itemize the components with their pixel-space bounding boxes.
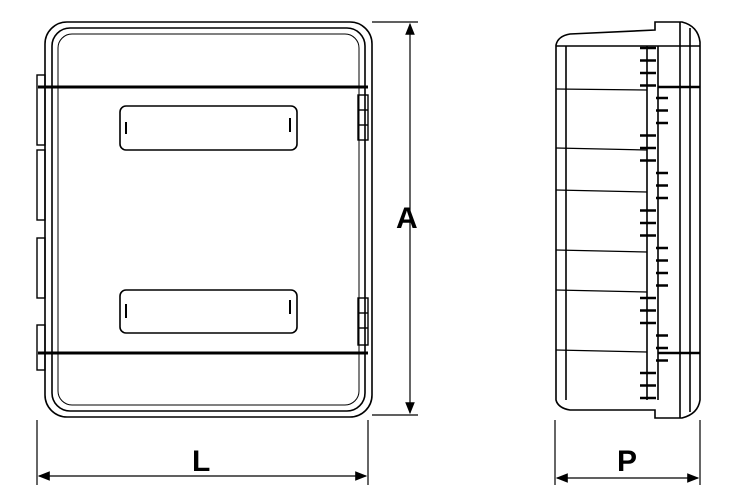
dimension-label-p: P (617, 445, 638, 478)
hinges (36, 74, 46, 371)
front-view (36, 21, 373, 418)
enclosure-outline (44, 21, 373, 418)
dimension-a (372, 21, 418, 416)
dimension-label-l: L (192, 445, 211, 478)
dimension-label-a: A (396, 202, 418, 235)
label-window-top (119, 105, 298, 151)
latches (357, 94, 369, 346)
side-ribs (640, 46, 668, 400)
dimension-p (554, 420, 701, 485)
dimension-l (36, 420, 369, 485)
side-view (555, 21, 701, 419)
enclosure-inner-outline (51, 27, 366, 412)
label-window-bottom (119, 289, 298, 334)
door-outline (57, 33, 360, 406)
